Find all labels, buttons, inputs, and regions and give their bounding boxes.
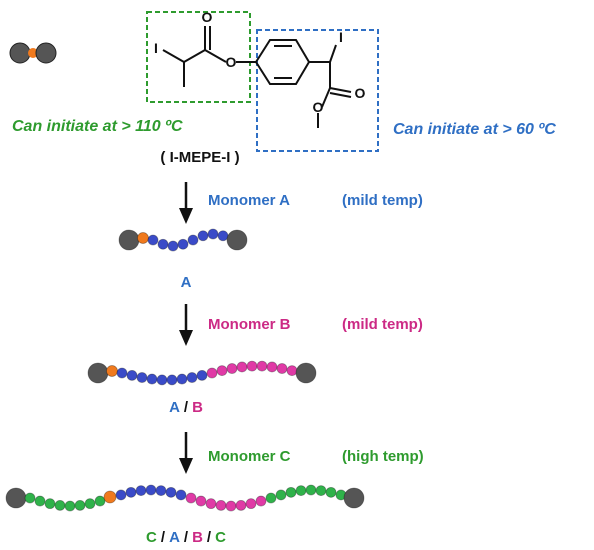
blue-monomer-bead	[186, 372, 198, 383]
step-1-temp: (mild temp)	[342, 192, 423, 209]
blue-monomer-bead	[135, 485, 147, 497]
green-monomer-bead	[24, 492, 36, 504]
product-2-label: A/B	[169, 399, 203, 416]
blue-monomer-bead	[147, 234, 159, 246]
initiator-icon	[9, 42, 57, 64]
blue-monomer-bead	[145, 484, 157, 496]
molecule-bonds	[162, 26, 352, 128]
blue-monomer-bead	[196, 369, 208, 381]
left-initiator-box	[146, 11, 251, 103]
green-monomer-bead	[285, 486, 297, 498]
magenta-monomer-bead	[205, 498, 217, 510]
green-monomer-bead	[44, 498, 56, 510]
end-cap-bead	[295, 362, 317, 384]
blue-monomer-bead	[156, 374, 168, 386]
iodine-left-label: I	[154, 40, 158, 56]
blue-monomer-bead	[187, 234, 199, 246]
end-cap-bead	[118, 229, 140, 251]
blue-monomer-bead	[167, 240, 179, 252]
right-initiator-box	[256, 29, 379, 152]
iodine-right-label: I	[339, 29, 343, 45]
blue-monomer-bead	[197, 230, 209, 242]
blue-monomer-bead	[125, 486, 137, 498]
initiator-name: ( I-MEPE-I )	[160, 149, 239, 166]
green-monomer-bead	[34, 495, 46, 507]
magenta-monomer-bead	[226, 363, 238, 374]
methoxy-oxygen-label: O	[313, 99, 324, 115]
green-monomer-bead	[84, 498, 96, 510]
green-monomer-bead	[54, 499, 66, 511]
carbonyl-oxygen-right-label: O	[355, 85, 366, 101]
magenta-monomer-bead	[216, 365, 228, 377]
magenta-monomer-bead	[276, 363, 288, 374]
blue-monomer-bead	[176, 373, 188, 385]
green-monomer-bead	[315, 485, 327, 497]
end-cap-bead	[226, 229, 248, 251]
polymer-chain-a	[118, 228, 248, 252]
magenta-monomer-bead	[236, 361, 248, 373]
initiator-core-bead	[137, 232, 149, 244]
green-monomer-bead	[295, 485, 307, 497]
product-3-label: C/A/B/C	[146, 529, 226, 546]
green-monomer-bead	[94, 495, 106, 507]
reaction-arrows	[179, 182, 193, 474]
magenta-monomer-bead	[246, 360, 258, 372]
magenta-monomer-bead	[235, 499, 247, 511]
blue-monomer-bead	[116, 367, 128, 379]
step-2-temp: (mild temp)	[342, 316, 423, 333]
initiator-core-bead	[103, 490, 117, 504]
blue-monomer-bead	[175, 489, 187, 501]
blue-monomer-bead	[115, 489, 127, 501]
green-monomer-bead	[64, 500, 76, 512]
end-cap-bead	[5, 487, 27, 509]
blue-monomer-bead	[136, 372, 148, 383]
magenta-monomer-bead	[225, 500, 237, 512]
step-3-temp: (high temp)	[342, 448, 424, 465]
blue-monomer-bead	[157, 238, 169, 250]
magenta-monomer-bead	[256, 360, 268, 372]
green-monomer-bead	[265, 492, 277, 504]
green-monomer-bead	[325, 486, 337, 498]
blue-monomer-bead	[155, 485, 167, 497]
blue-monomer-bead	[126, 369, 138, 381]
right-initiation-note: Can initiate at > 60 ºC	[393, 121, 556, 138]
left-initiation-note: Can initiate at > 110 ºC	[12, 118, 183, 135]
magenta-monomer-bead	[185, 492, 197, 504]
green-monomer-bead	[74, 499, 86, 511]
step-1-monomer: Monomer A	[208, 192, 290, 209]
magenta-monomer-bead	[255, 495, 267, 507]
end-cap-bead	[343, 487, 365, 509]
product-1-label: A	[181, 274, 192, 291]
polymer-chain-ab	[87, 360, 317, 386]
magenta-monomer-bead	[206, 367, 218, 379]
carbonyl-oxygen-left-label: O	[202, 9, 213, 25]
blue-monomer-bead	[146, 373, 158, 385]
step-3-monomer: Monomer C	[208, 448, 291, 465]
initiator-core-bead	[106, 365, 118, 377]
magenta-monomer-bead	[245, 498, 257, 510]
blue-monomer-bead	[177, 238, 189, 250]
step-2-monomer: Monomer B	[208, 316, 291, 333]
ester-oxygen-link-label: O	[226, 54, 237, 70]
magenta-monomer-bead	[286, 365, 298, 377]
magenta-monomer-bead	[215, 499, 227, 511]
green-monomer-bead	[275, 489, 287, 501]
blue-monomer-bead	[217, 230, 229, 242]
polymer-chain-cabc	[5, 484, 365, 512]
end-cap-bead	[87, 362, 109, 384]
magenta-monomer-bead	[266, 361, 278, 373]
blue-monomer-bead	[165, 486, 177, 498]
blue-monomer-bead	[207, 228, 219, 240]
green-monomer-bead	[305, 484, 317, 496]
blue-monomer-bead	[166, 374, 178, 386]
magenta-monomer-bead	[195, 495, 207, 507]
